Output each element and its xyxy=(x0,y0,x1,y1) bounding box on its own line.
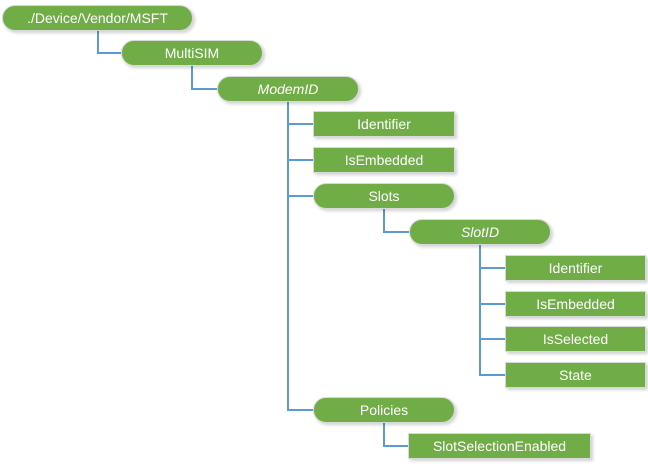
connector-horizontal-segment xyxy=(287,409,313,411)
connector-horizontal-segment xyxy=(479,338,505,340)
connector-horizontal-segment xyxy=(383,445,408,447)
connector-vertical-segment xyxy=(287,101,289,411)
connector-horizontal-segment xyxy=(383,231,409,233)
connector-vertical-segment xyxy=(97,30,99,54)
connector-horizontal-segment xyxy=(191,88,217,90)
connector-horizontal-segment xyxy=(287,123,313,125)
connector-vertical-segment xyxy=(383,422,385,447)
tree-node-slot-identifier: Identifier xyxy=(505,255,646,281)
tree-node-root: ./Device/Vendor/MSFT xyxy=(2,5,193,31)
tree-node-slotselectionenabled: SlotSelectionEnabled xyxy=(408,433,591,459)
connector-vertical-segment xyxy=(479,244,481,376)
tree-node-slot-state: State xyxy=(505,362,646,388)
tree-node-slotid: SlotID xyxy=(409,219,551,245)
tree-node-modem-identifier: Identifier xyxy=(313,111,455,137)
connector-horizontal-segment xyxy=(479,267,505,269)
tree-node-slots: Slots xyxy=(313,183,455,209)
tree-node-policies: Policies xyxy=(313,397,455,423)
tree-node-modemid: ModemID xyxy=(217,76,359,102)
connector-horizontal-segment xyxy=(479,374,505,376)
connector-horizontal-segment xyxy=(287,195,313,197)
connector-horizontal-segment xyxy=(479,303,505,305)
tree-node-slot-isembedded: IsEmbedded xyxy=(505,291,646,317)
tree-node-slot-isselected: IsSelected xyxy=(505,326,646,352)
connector-horizontal-segment xyxy=(97,52,121,54)
tree-node-modem-isembedded: IsEmbedded xyxy=(313,147,455,173)
connector-vertical-segment xyxy=(383,208,385,233)
connector-vertical-segment xyxy=(191,65,193,90)
tree-node-multisim: MultiSIM xyxy=(121,40,263,66)
connector-horizontal-segment xyxy=(287,159,313,161)
